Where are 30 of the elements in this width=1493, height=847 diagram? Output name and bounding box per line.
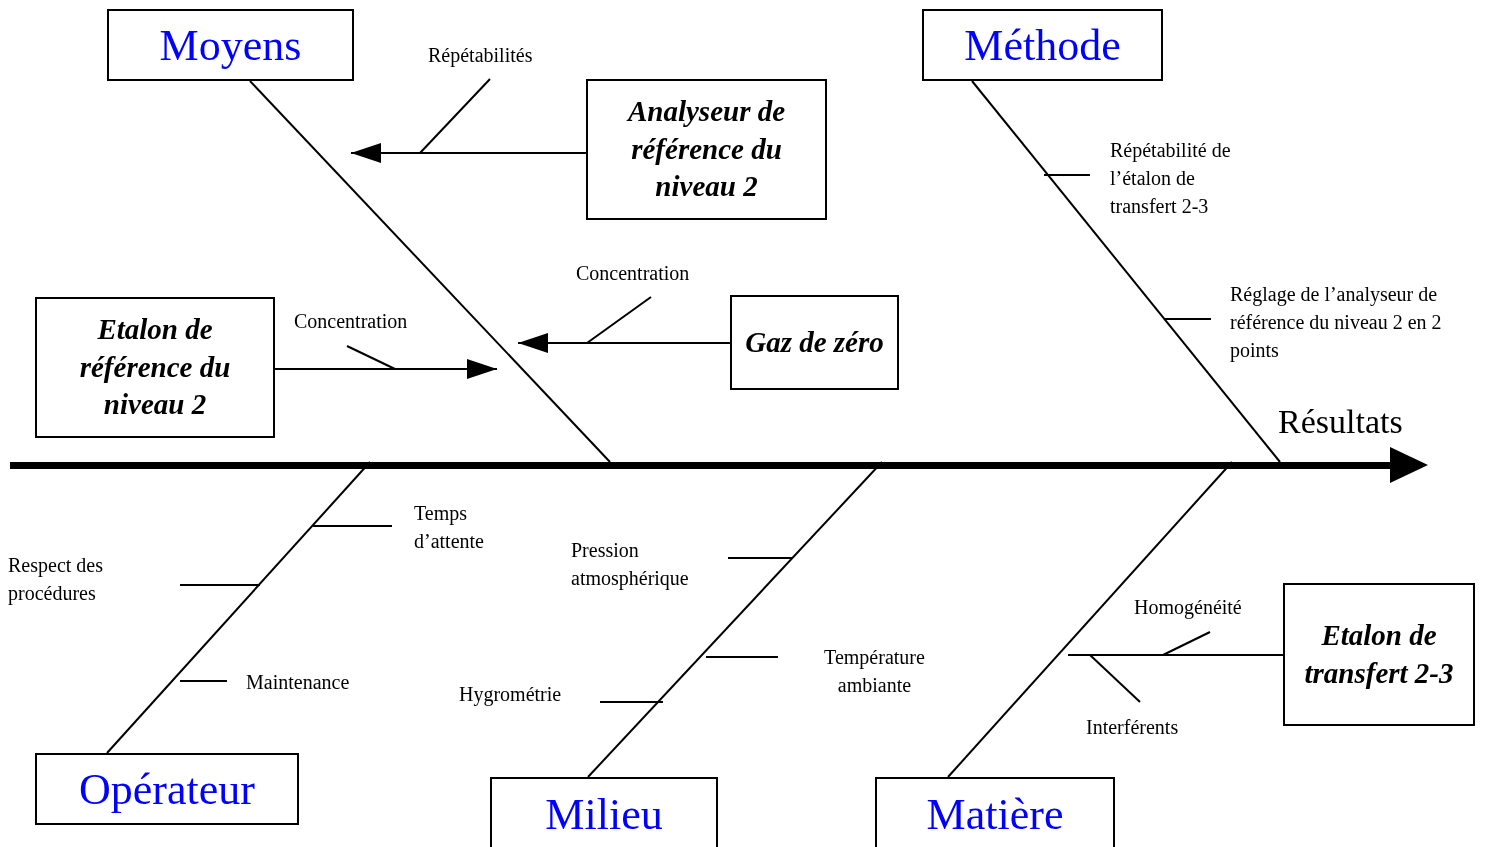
cause-label: Répétabilité de l’étalon de transfert 2-3	[1110, 138, 1232, 219]
cause-label: Répétabilités	[428, 43, 533, 69]
cause-label: Concentration	[294, 309, 408, 334]
result-label: Résultats	[1278, 402, 1403, 442]
category-box: Moyens	[107, 9, 354, 81]
cause-box: Etalon de transfert 2-3	[1283, 583, 1475, 726]
cause-label: Hygrométrie	[459, 682, 562, 708]
branch-line	[1067, 654, 1284, 656]
cause-box: Gaz de zéro	[730, 295, 899, 390]
branch-line	[249, 80, 611, 463]
cause-label: Concentration	[576, 261, 690, 286]
arrow	[350, 143, 587, 163]
cause-label: Homogénéité	[1134, 595, 1242, 621]
spine-arrow	[10, 447, 1428, 483]
category-box: Milieu	[490, 777, 718, 847]
category-box: Matière	[875, 777, 1115, 847]
cause-label: Maintenance	[246, 670, 350, 695]
category-box: Opérateur	[35, 753, 299, 825]
cause-label: Temps d’attente	[414, 501, 485, 554]
branch-line	[971, 80, 1281, 463]
cause-label: Réglage de l’analyseur de référence du niveau 2 en 2 points	[1230, 282, 1443, 364]
cause-label: Interférents	[1086, 715, 1179, 740]
cause-label: Température ambiante	[823, 645, 926, 698]
arrow	[517, 333, 731, 353]
arrow	[274, 359, 498, 379]
cause-box: Analyseur de référence du niveau 2	[586, 79, 827, 220]
cause-label: Respect des procédures	[8, 553, 104, 607]
cause-box: Etalon de référence du niveau 2	[35, 297, 275, 438]
category-box: Méthode	[922, 9, 1163, 81]
cause-label: Pression atmosphérique	[571, 538, 690, 592]
